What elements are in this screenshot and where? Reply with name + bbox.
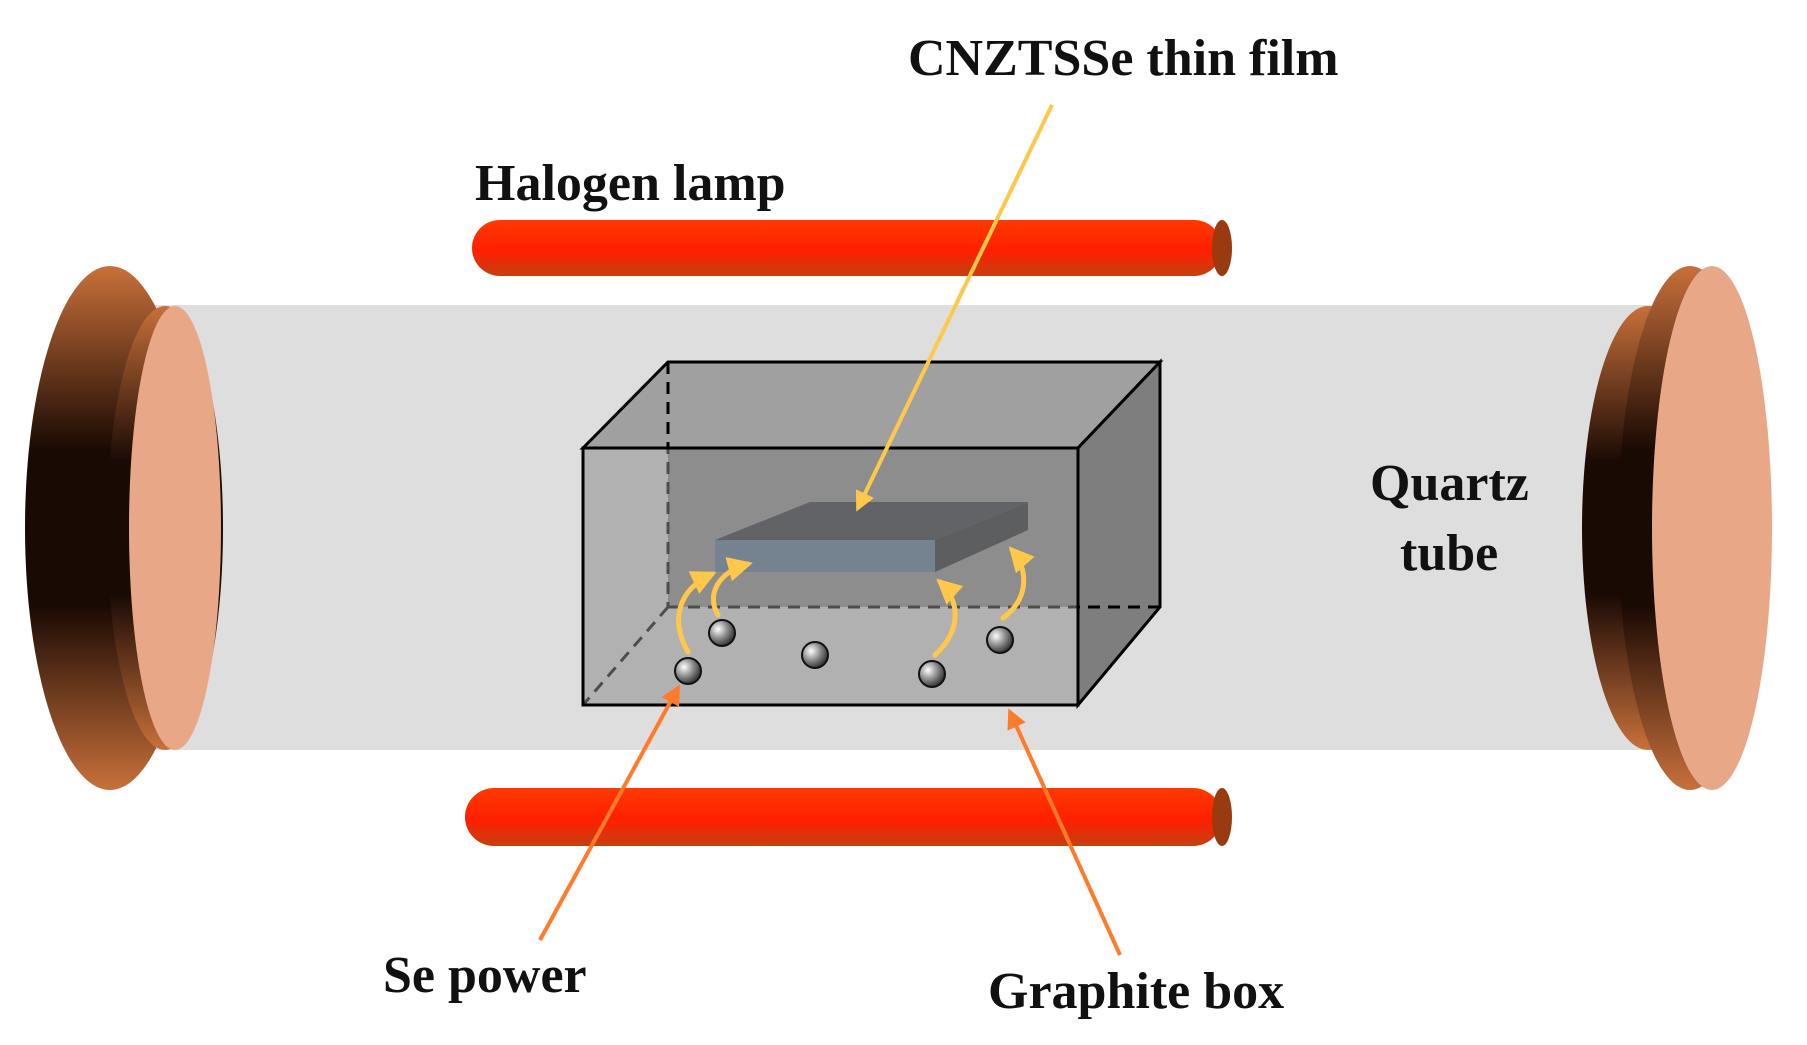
label-box: Graphite box [988,963,1284,1020]
vapor-arrows [676,546,1035,658]
halogen-lamp-top [472,220,1232,276]
se-pointer-arrow [538,684,680,941]
right-flange [1582,266,1772,790]
halogen-lamp-bottom [465,788,1232,846]
sphere-icon [986,626,1014,654]
left-flange [25,266,223,790]
curved-arrow-icon [932,578,964,658]
box-pointer-arrow [1007,708,1122,956]
label-lamp: Halogen lamp [475,155,786,212]
label-se: Se power [383,947,587,1004]
se-particles [674,619,1014,688]
label-film: CNZTSSe thin film [908,30,1339,87]
graphite-box-front [581,446,1080,707]
sphere-icon [918,660,946,688]
sphere-icon [801,641,829,669]
curved-arrow-icon [710,557,753,618]
label-tube-line1: Quartz [1370,455,1529,512]
curved-arrow-icon [676,571,717,655]
sphere-icon [708,619,736,647]
sphere-icon [674,657,702,685]
film-pointer-arrow [855,104,1054,512]
curved-arrow-icon [1000,546,1035,621]
label-tube-line2: tube [1400,525,1498,582]
